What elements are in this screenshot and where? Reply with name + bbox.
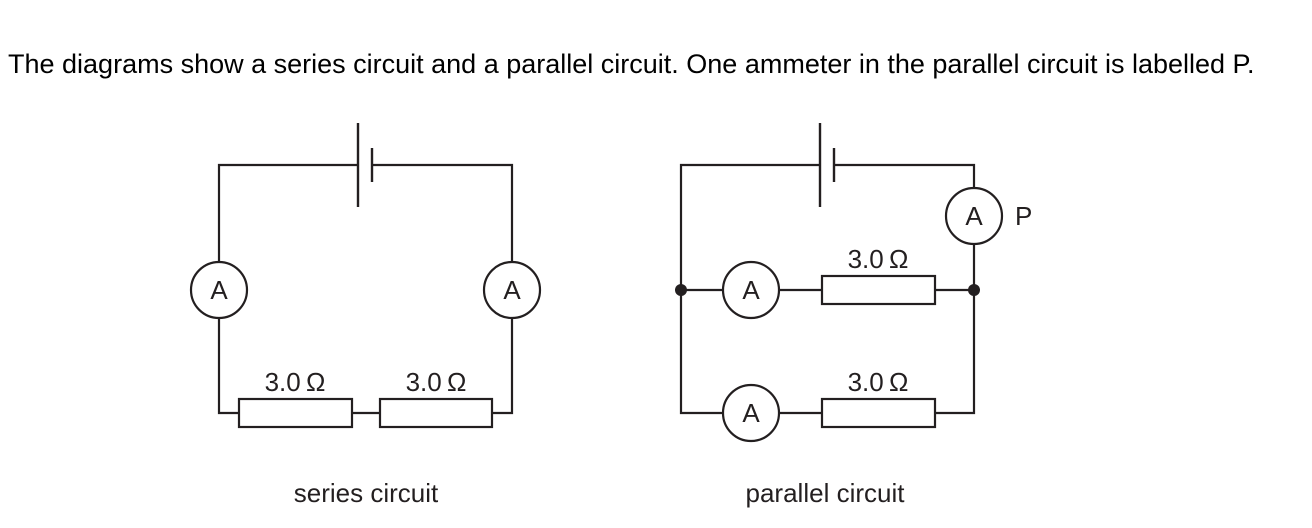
series-resistor-2-label: 3.0 Ω [406,367,467,397]
series-wire-left-lower [217,318,239,415]
series-resistor-2 [378,397,494,429]
parallel-ammeter-branch-1: A [721,260,781,320]
parallel-ammeter-p-symbol: A [965,201,983,231]
parallel-ammeter-p: A [944,186,1004,246]
parallel-resistor-branch-1 [820,274,937,306]
series-ammeter-right-symbol: A [503,275,521,305]
series-wire-top-left [217,163,358,262]
parallel-ammeter-branch-2: A [721,383,781,443]
series-ammeter-left-symbol: A [210,275,228,305]
parallel-resistor-branch-2-label: 3.0 Ω [848,367,909,397]
parallel-circuit-caption: parallel circuit [746,478,906,508]
series-resistor-1-label: 3.0 Ω [265,367,326,397]
parallel-junction-right [968,284,980,296]
parallel-junction-left [675,284,687,296]
ammeter-p-label: P [1015,201,1032,231]
parallel-ammeter-branch-2-symbol: A [742,398,760,428]
parallel-wire-right-lower [935,244,976,415]
parallel-cell-icon [818,123,836,207]
series-circuit: A A 3.0 Ω 3.0 Ω series circuit [189,123,542,508]
parallel-wire-top-right [834,163,976,188]
series-resistor-1 [237,397,354,429]
parallel-ammeter-branch-1-symbol: A [742,275,760,305]
parallel-resistor-branch-2 [820,397,937,429]
parallel-resistor-branch-1-label: 3.0 Ω [848,244,909,274]
series-wire-right-lower [492,318,514,415]
parallel-circuit: A P A A 3.0 Ω 3.0 Ω parallel circuit [675,123,1032,508]
series-ammeter-right: A [482,260,542,320]
series-cell-icon [356,123,374,207]
series-circuit-caption: series circuit [294,478,439,508]
series-ammeter-left: A [189,260,249,320]
question-text: The diagrams show a series circuit and a… [8,49,1255,79]
series-wire-top-right [372,163,514,262]
